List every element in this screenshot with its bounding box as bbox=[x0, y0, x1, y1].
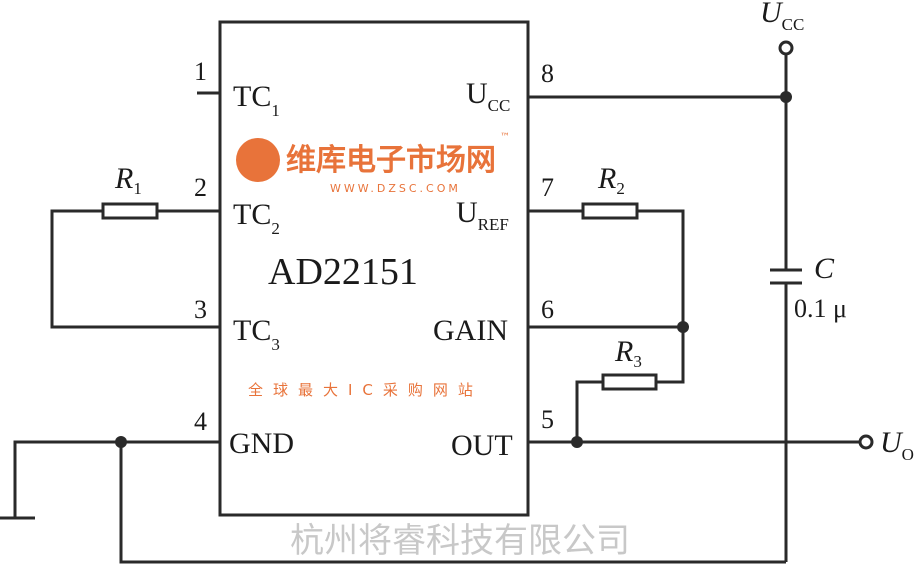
resistor-r3 bbox=[601, 373, 658, 391]
pin-number: 5 bbox=[541, 405, 554, 434]
pin-number: 2 bbox=[194, 173, 207, 202]
junction-dot bbox=[677, 321, 689, 333]
watermark: 杭州将睿科技有限公司 维库电子市场网 ™ WWW.DZSC.COM 全球最大IC… bbox=[236, 132, 630, 561]
watermark-tm: ™ bbox=[500, 132, 510, 143]
pin-label-uref: UREF bbox=[456, 196, 509, 234]
capacitor-value: 0.1 μ bbox=[794, 294, 847, 323]
watermark-slogan: 全球最大IC采购网站 bbox=[248, 381, 483, 399]
ucc-terminal bbox=[778, 40, 794, 56]
return-wire bbox=[119, 442, 786, 564]
pin-number: 1 bbox=[194, 57, 207, 86]
pin-number: 3 bbox=[194, 295, 207, 324]
ucc-terminal-label: UCC bbox=[760, 0, 804, 34]
r2-label: R2 bbox=[597, 162, 625, 198]
r1-label: R1 bbox=[114, 162, 142, 198]
pin-label-ucc: UCC bbox=[466, 77, 510, 115]
ic-body bbox=[218, 20, 530, 517]
pin-number: 6 bbox=[541, 295, 554, 324]
junction-dot bbox=[571, 436, 583, 448]
pin-label-gain: GAIN bbox=[433, 314, 508, 347]
pin-number: 4 bbox=[194, 407, 207, 436]
uo-terminal-label: UO bbox=[880, 426, 914, 464]
r1-loop-wire bbox=[50, 209, 220, 329]
capacitor-label: C bbox=[814, 252, 835, 285]
watermark-brand: 维库电子市场网 bbox=[286, 143, 496, 178]
chip-name: AD22151 bbox=[268, 251, 418, 293]
pin-label-tc2: TC2 bbox=[233, 198, 280, 238]
capacitor-plates bbox=[770, 268, 802, 285]
pin-number: 7 bbox=[541, 173, 554, 202]
resistor-r1 bbox=[101, 202, 159, 220]
resistor-r2 bbox=[581, 202, 639, 220]
gnd-wire bbox=[0, 440, 220, 520]
pin-label-gnd: GND bbox=[229, 427, 294, 460]
junction-dot bbox=[115, 436, 127, 448]
wires bbox=[0, 55, 860, 564]
watermark-url: WWW.DZSC.COM bbox=[330, 182, 461, 195]
junction-dot bbox=[780, 91, 792, 103]
pin-label-out: OUT bbox=[451, 429, 513, 462]
pin-number: 8 bbox=[541, 59, 554, 88]
watermark-company: 杭州将睿科技有限公司 bbox=[290, 521, 630, 561]
r3-label: R3 bbox=[614, 335, 642, 371]
watermark-logo-icon bbox=[236, 138, 280, 182]
pin-label-tc3: TC3 bbox=[233, 314, 280, 354]
pin-label-tc1: TC1 bbox=[233, 80, 280, 120]
uo-terminal bbox=[858, 434, 874, 450]
feedback-wire bbox=[528, 209, 685, 442]
